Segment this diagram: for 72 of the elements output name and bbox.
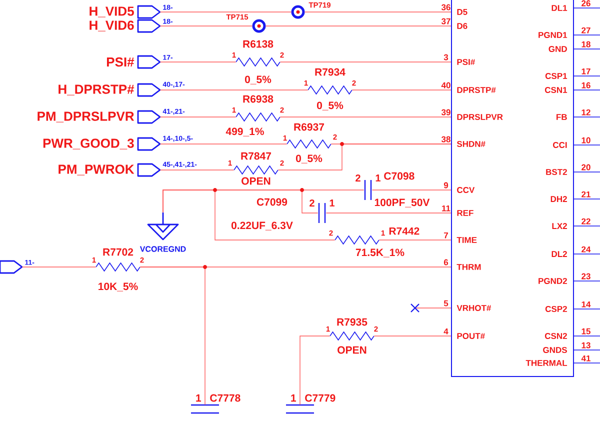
pin-number: 38 — [441, 136, 450, 142]
part-label: C7779 — [305, 394, 336, 402]
part-label: R6937 — [294, 123, 324, 131]
value-label: 0.22UF_6.3V — [231, 222, 293, 230]
value-label: OPEN — [242, 177, 270, 185]
pin-number: 18 — [582, 41, 590, 48]
wire — [140, 266, 206, 406]
pin-number: 1 — [196, 394, 201, 402]
pin-number: 39 — [441, 109, 450, 116]
pin-number: 15 — [582, 328, 590, 334]
part-label: C7099 — [256, 198, 288, 206]
part-label: R7847 — [241, 152, 271, 160]
pin-number: 11 — [442, 205, 450, 212]
part-label: R6138 — [243, 40, 274, 48]
pin-number: 27 — [582, 27, 590, 34]
pin-number: 20 — [582, 164, 590, 170]
pin-number: 41 — [581, 355, 590, 362]
wire — [162, 190, 336, 240]
pin-number: 24 — [582, 246, 591, 252]
port-name: PM_DPRSLPVR — [38, 112, 134, 122]
pin-number: 26 — [582, 0, 590, 6]
value-label: 499_1% — [226, 128, 264, 136]
value-label: 10K_5% — [98, 282, 138, 292]
part-label: R7934 — [315, 68, 346, 76]
pin-number: 21 — [582, 191, 590, 198]
net-label: VCOREGND — [140, 246, 186, 252]
pin-number: 7 — [444, 232, 448, 238]
port-name: PM_PWROK — [58, 164, 134, 176]
pin-number: 6 — [444, 259, 448, 266]
pin-number: 13 — [582, 342, 590, 348]
pin-number: 23 — [582, 273, 590, 280]
pin-number: 36 — [441, 4, 450, 10]
pin-number: 5 — [444, 300, 448, 306]
part-label: C7778 — [210, 394, 240, 402]
wire — [300, 336, 330, 406]
value-label: 71.5K_1% — [356, 248, 404, 258]
wire — [22, 266, 96, 268]
port-name: H_VID5 — [90, 6, 134, 18]
pin-number: 9 — [444, 182, 448, 188]
pin-number: 1 — [330, 200, 334, 206]
pin-number: 10 — [582, 137, 590, 144]
wire — [280, 116, 452, 118]
port-name: H_DPRSTP# — [58, 84, 134, 96]
pin-number: 37 — [441, 18, 450, 24]
pin-number: 40 — [441, 82, 450, 88]
port-name: PSI# — [106, 57, 134, 67]
wire — [326, 212, 452, 214]
pin-number: 12 — [582, 109, 590, 116]
pin-number: 22 — [582, 218, 590, 224]
wire — [160, 116, 236, 118]
value-label: 0_5% — [296, 154, 322, 164]
port-name: H_VID6 — [90, 20, 134, 32]
wire — [278, 144, 452, 170]
value-label: 0_5% — [316, 102, 344, 110]
part-label: R7442 — [389, 227, 420, 235]
pin-number: 3 — [444, 54, 448, 60]
part-label: R7935 — [337, 318, 368, 326]
value-label: 0_5% — [244, 76, 272, 84]
value-label: OPEN — [338, 346, 366, 354]
pin-number: 4 — [444, 328, 448, 334]
part-label: R7702 — [103, 248, 134, 256]
pin-number: 1 — [376, 174, 380, 182]
pin-number: 2 — [356, 174, 360, 182]
pin-number: 16 — [582, 82, 590, 88]
value-label: 100PF_50V — [374, 198, 430, 208]
port-name: PWR_GOOD_3 — [43, 138, 134, 150]
pin-number: 2 — [310, 200, 314, 206]
part-label: C7098 — [384, 172, 414, 180]
pin-number: 17 — [582, 68, 590, 74]
pin-number: 14 — [582, 301, 591, 308]
part-label: R6938 — [243, 95, 274, 103]
pin-number: 1 — [291, 394, 296, 402]
